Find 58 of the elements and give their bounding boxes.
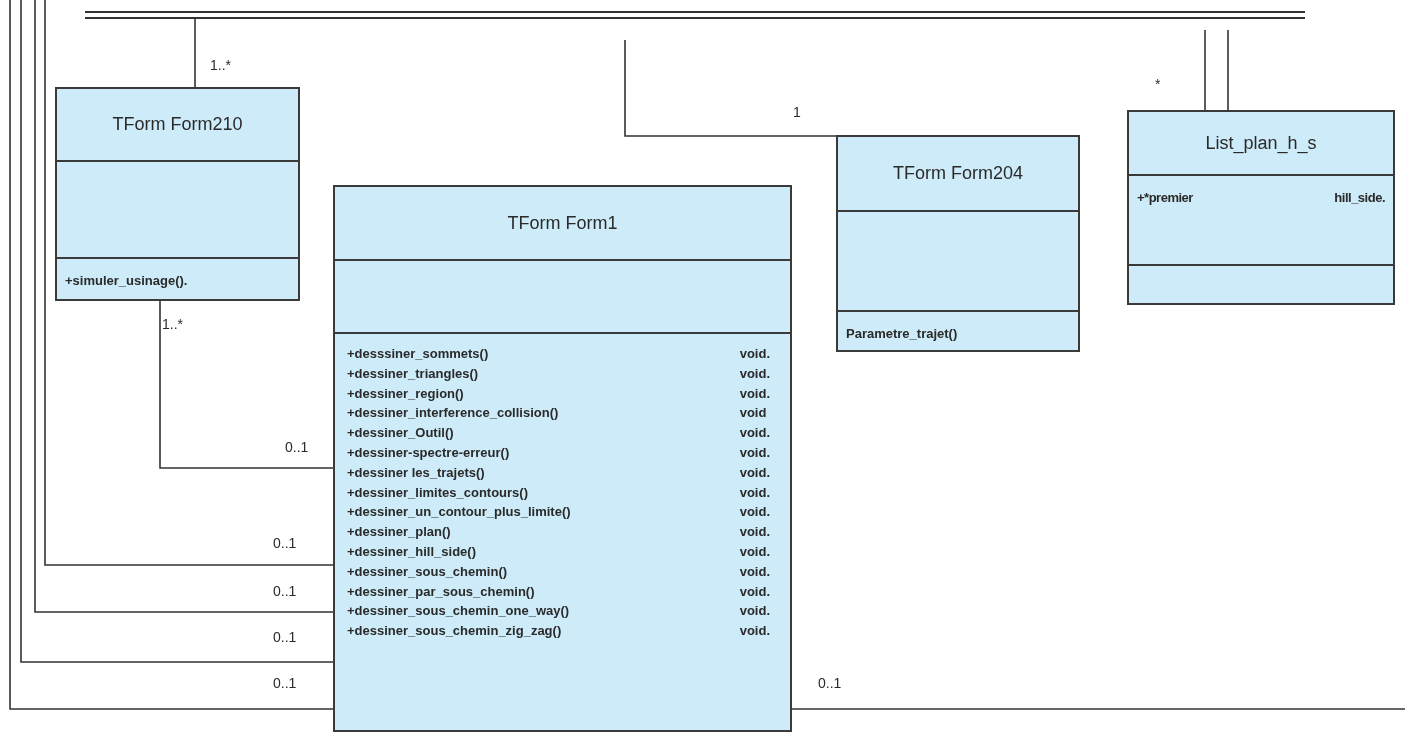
return-type: void. — [739, 463, 770, 482]
association-line — [1227, 29, 1229, 111]
operation-text: +dessiner_interference_collision() — [347, 404, 560, 423]
return-type: void. — [739, 562, 770, 581]
return-type: void. — [739, 384, 770, 403]
multiplicity-label: * — [1155, 75, 1161, 94]
class-name: TForm Form210 — [112, 113, 243, 136]
operation-text: +dessiner-spectre-erreur() — [347, 444, 511, 462]
class-box — [836, 135, 1080, 352]
return-type: void. — [739, 602, 770, 621]
operation-text: +dessiner_un_contour_plus_limite() — [347, 503, 572, 522]
return-type: void. — [739, 582, 770, 601]
multiplicity-label: 0..1 — [273, 582, 297, 601]
class-box — [333, 185, 792, 732]
return-type: void. — [739, 364, 770, 383]
multiplicity-label: 0..1 — [273, 628, 297, 647]
return-type: void. — [739, 424, 770, 443]
association-line — [791, 708, 1405, 710]
multiplicity-label: 1..* — [210, 56, 231, 75]
return-type: void. — [739, 444, 770, 462]
operation-text: +desssiner_sommets() — [347, 345, 490, 363]
attribute-text: +*premier — [1137, 189, 1193, 207]
class-box — [1127, 110, 1395, 305]
association-line — [194, 17, 196, 88]
operation-text: +dessiner_hill_side() — [347, 542, 477, 561]
multiplicity-label: 0..1 — [818, 674, 842, 693]
multiplicity-label: 1 — [793, 103, 801, 122]
class-box — [55, 87, 300, 301]
operation-text: +dessiner_plan() — [347, 523, 452, 542]
multiplicity-label: 0..1 — [273, 674, 297, 693]
operation-text: +simuler_usinage(). — [65, 272, 189, 290]
operation-text: +dessiner_triangles() — [347, 364, 480, 383]
operation-text: +dessiner_limites_contours() — [347, 483, 529, 502]
operation-text: +dessiner_sous_chemin_one_way() — [347, 602, 571, 621]
association-line — [159, 300, 334, 469]
return-type: void. — [739, 503, 770, 522]
class-name: TForm Form1 — [507, 211, 618, 235]
multiplicity-label: 0..1 — [285, 438, 309, 457]
class-name: List_plan_h_s — [1205, 131, 1317, 156]
return-type: void — [739, 404, 768, 423]
operation-text: +dessiner_par_sous_chemin() — [347, 582, 536, 601]
operation-text: +dessiner_sous_chemin() — [347, 562, 509, 581]
association-line — [624, 39, 837, 137]
return-type: void. — [739, 542, 770, 561]
multiplicity-label: 1..* — [162, 315, 183, 334]
operation-text: +dessiner_sous_chemin_zig_zag() — [347, 622, 563, 641]
attribute-text: hill_side. — [1334, 189, 1385, 207]
return-type: void. — [739, 345, 770, 363]
operation-text: +dessiner les_trajets() — [347, 463, 486, 482]
association-line — [1204, 29, 1206, 111]
class-name: TForm Form204 — [893, 162, 1023, 185]
multiplicity-label: 0..1 — [273, 534, 297, 553]
operation-text: Parametre_trajet() — [846, 325, 959, 343]
return-type: void. — [739, 523, 770, 542]
operation-text: +dessiner_region() — [347, 384, 465, 403]
operation-text: +dessiner_Outil() — [347, 424, 455, 443]
return-type: void. — [739, 622, 770, 641]
return-type: void. — [739, 483, 770, 502]
